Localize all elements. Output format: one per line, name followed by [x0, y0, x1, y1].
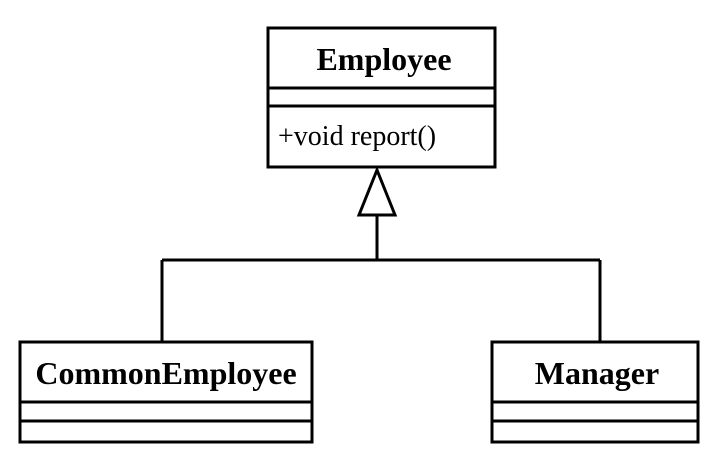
class-employee-name: Employee [316, 41, 451, 77]
class-manager[interactable]: Manager [490, 340, 700, 444]
class-commonemployee[interactable]: CommonEmployee [18, 340, 314, 444]
class-employee-operation: +void report() [278, 121, 436, 152]
generalization-connector [160, 165, 602, 342]
class-manager-name: Manager [535, 355, 659, 391]
inheritance-arrowhead [356, 165, 398, 217]
class-commonemployee-box [18, 340, 314, 444]
class-employee[interactable]: Employee +void report() [266, 26, 497, 169]
class-commonemployee-name: CommonEmployee [35, 355, 296, 391]
class-manager-box [490, 340, 700, 444]
class-employee-box [266, 26, 497, 169]
